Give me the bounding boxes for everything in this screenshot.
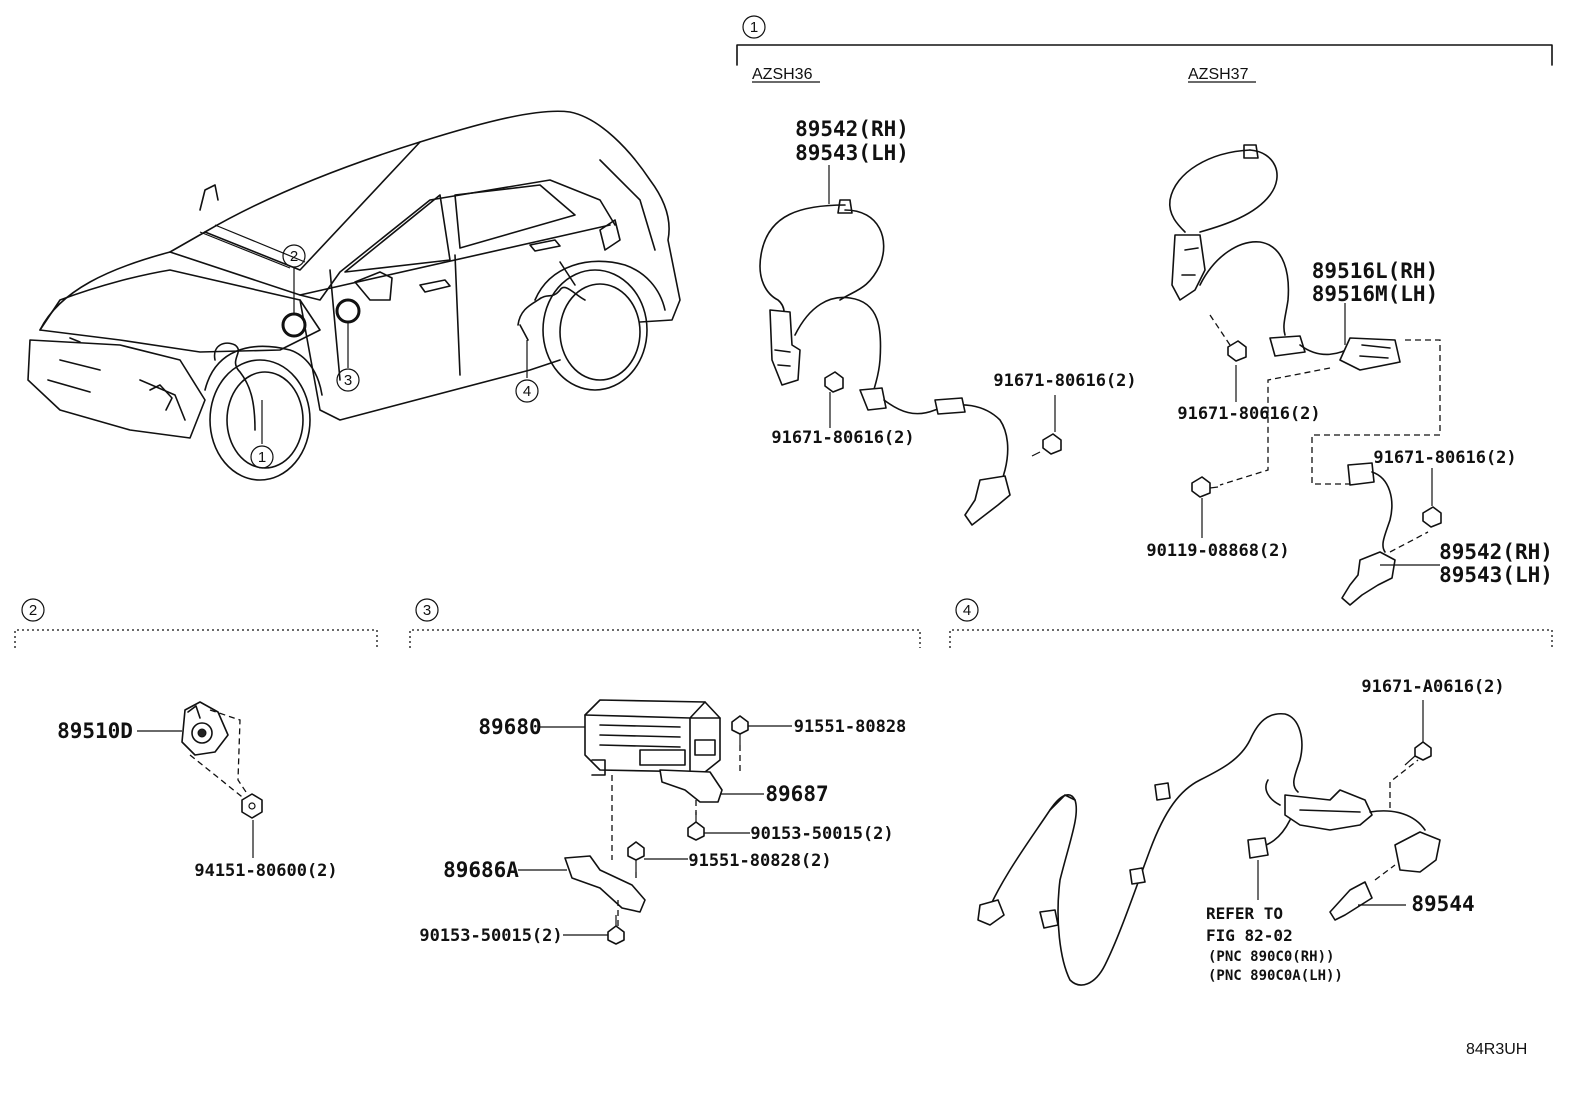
rear-speed-sensor-group — [1168, 144, 1442, 606]
refer-line-2: FIG 82-02 — [1206, 926, 1293, 945]
model-azsh36: AZSH36 — [752, 66, 813, 83]
bolt-icon — [1031, 433, 1062, 457]
bolt-icon — [1191, 476, 1219, 498]
refer-line-4: (PNC 890C0A(LH)) — [1208, 968, 1343, 984]
label-89516l-rh: 89516L(RH) — [1312, 259, 1438, 283]
section-2-number: 2 — [29, 602, 37, 619]
label-89542-rh-b: 89542(RH) — [1439, 540, 1553, 564]
label-91671-80616-right-b: 91671-80616(2) — [1373, 448, 1516, 468]
bolt-icon — [607, 915, 625, 945]
label-91671-80616-right: 91671-80616(2) — [1177, 404, 1320, 424]
label-89516m-lh: 89516M(LH) — [1312, 282, 1438, 306]
label-89687: 89687 — [765, 782, 828, 806]
bolt-icon — [1227, 340, 1247, 362]
label-89543-lh-b: 89543(LH) — [1439, 563, 1553, 587]
bolt-icon — [1422, 506, 1442, 528]
label-94151-80600: 94151-80600(2) — [194, 861, 337, 881]
label-89686a: 89686A — [443, 858, 519, 882]
label-90153-50015-a: 90153-50015(2) — [750, 824, 893, 844]
section-4: 4 — [949, 598, 1553, 986]
bolt-icon — [687, 812, 705, 841]
bolt-icon — [627, 841, 645, 872]
section-3-number: 3 — [423, 602, 431, 619]
section-1-number: 1 — [750, 19, 758, 36]
label-90153-50015-b: 90153-50015(2) — [419, 926, 562, 946]
figure-code: 84R3UH — [1466, 1041, 1527, 1058]
svg-text:3: 3 — [344, 372, 352, 389]
svg-text:1: 1 — [258, 449, 266, 466]
vehicle-callout-4[interactable]: 4 — [515, 379, 539, 403]
vehicle-overview — [27, 110, 681, 481]
label-89544: 89544 — [1411, 892, 1474, 916]
vehicle-callout-1[interactable]: 1 — [250, 445, 274, 469]
nut-icon — [241, 793, 263, 819]
label-91551-80828-2: 91551-80828(2) — [688, 851, 831, 871]
label-91671-80616-left-b: 91671-80616(2) — [993, 371, 1136, 391]
svg-text:4: 4 — [523, 383, 531, 400]
bolt-icon — [824, 371, 844, 393]
label-89510d: 89510D — [57, 719, 133, 743]
label-91551-80828: 91551-80828 — [794, 717, 907, 737]
front-speed-sensor-group — [759, 165, 1062, 526]
label-91671-80616-left: 91671-80616(2) — [771, 428, 914, 448]
bolt-icon — [731, 715, 749, 745]
svg-text:2: 2 — [290, 248, 298, 265]
section-4-number: 4 — [963, 602, 971, 619]
label-90119-08868: 90119-08868(2) — [1146, 541, 1289, 561]
refer-line-1: REFER TO — [1206, 904, 1283, 923]
label-89680: 89680 — [478, 715, 541, 739]
section-2: 2 — [14, 598, 378, 858]
label-91671-a0616: 91671-A0616(2) — [1361, 677, 1504, 697]
bolt-icon — [1404, 741, 1432, 766]
vehicle-callout-3[interactable]: 3 — [336, 368, 360, 392]
section-3: 3 — [409, 598, 921, 945]
label-89543-lh: 89543(LH) — [795, 141, 909, 165]
section-1: 1 AZSH36 AZSH37 — [736, 15, 1553, 83]
vehicle-callout-2[interactable]: 2 — [282, 244, 306, 268]
refer-line-3: (PNC 890C0(RH)) — [1208, 949, 1334, 965]
model-azsh37: AZSH37 — [1188, 66, 1249, 83]
label-89542-rh: 89542(RH) — [795, 117, 909, 141]
